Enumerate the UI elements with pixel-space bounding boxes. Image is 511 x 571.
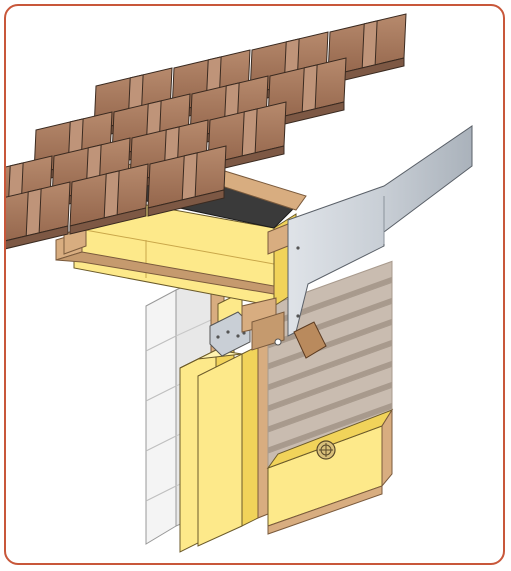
figure-frame bbox=[4, 4, 505, 565]
roof-tile-ridge bbox=[103, 170, 120, 219]
siding-board-shadow bbox=[267, 360, 393, 411]
roof-tile-ridge bbox=[241, 108, 258, 157]
roof-tile-ridge bbox=[181, 152, 198, 201]
fascia-board bbox=[293, 321, 327, 359]
metal-flashing bbox=[274, 125, 473, 346]
metal-bracket-icon bbox=[209, 311, 251, 357]
roof-tile-lip bbox=[147, 189, 225, 217]
roof-tile-ridge bbox=[301, 64, 318, 113]
vent-grille-icon bbox=[316, 440, 336, 460]
wall-insulation bbox=[179, 340, 259, 553]
wall-stud-outer bbox=[257, 340, 269, 519]
roof-tile-lip bbox=[69, 207, 147, 235]
roof-tile-ridge bbox=[361, 20, 378, 69]
roof-tiles bbox=[6, 13, 407, 250]
siding-board-shadow bbox=[267, 318, 393, 369]
roof-tile-lip bbox=[6, 225, 69, 250]
siding-board-shadow bbox=[267, 402, 393, 453]
roof-tile-ridge bbox=[25, 188, 42, 237]
roof-eave-diagram bbox=[6, 13, 473, 553]
soffit-insulation bbox=[266, 408, 394, 535]
siding-board-shadow bbox=[267, 381, 393, 432]
siding-board-shadow bbox=[267, 339, 393, 390]
